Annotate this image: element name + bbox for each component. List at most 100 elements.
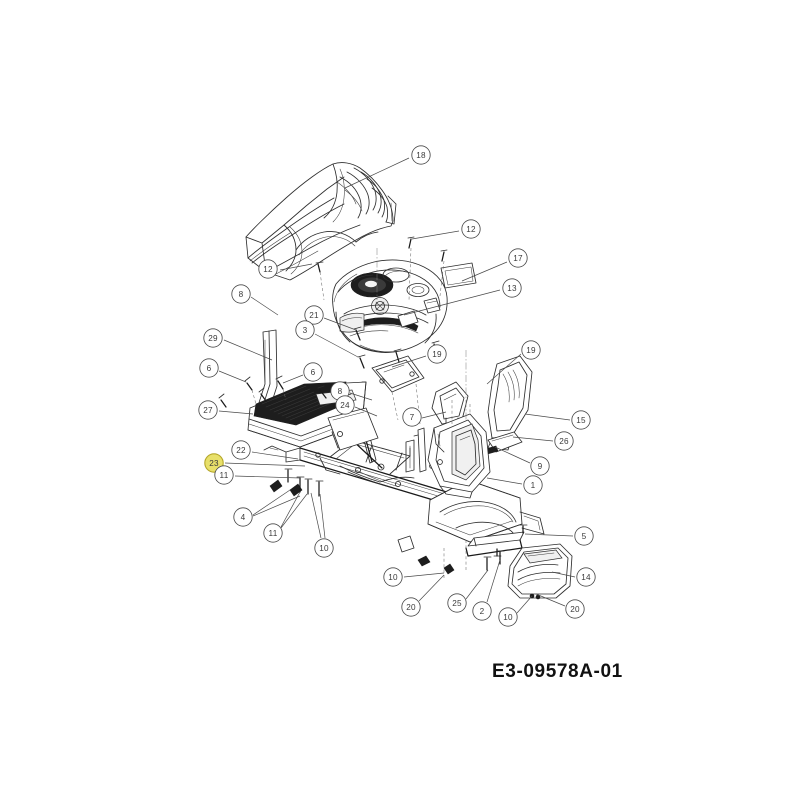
callout-bubble-27[interactable]: 27 xyxy=(198,400,218,420)
callout-bubble-6[interactable]: 6 xyxy=(199,358,219,378)
callout-leader-line xyxy=(314,333,359,358)
callout-leader-line xyxy=(486,477,523,485)
callout-number: 4 xyxy=(241,513,246,522)
callout-bubble-26[interactable]: 26 xyxy=(554,431,574,451)
callout-circle xyxy=(258,259,278,279)
part-1-console xyxy=(427,413,491,499)
part-chassis-frame xyxy=(263,427,545,543)
callout-circle xyxy=(565,599,585,619)
callout-circle xyxy=(427,344,447,364)
callout-circle xyxy=(303,362,323,382)
callout-bubble-4[interactable]: 4 xyxy=(233,507,253,527)
callout-bubble-10[interactable]: 10 xyxy=(383,567,403,587)
callout-circle xyxy=(574,526,594,546)
callout-number: 9 xyxy=(538,462,543,471)
callout-number: 12 xyxy=(263,265,273,274)
callout-bubble-13[interactable]: 13 xyxy=(502,278,522,298)
callout-number: 8 xyxy=(338,387,343,396)
callout-number: 13 xyxy=(507,284,517,293)
callout-number: 6 xyxy=(311,368,316,377)
callout-circle xyxy=(447,593,467,613)
callout-bubble-17[interactable]: 17 xyxy=(508,248,528,268)
callout-leader-line xyxy=(251,451,299,460)
callout-leader-line xyxy=(535,593,566,607)
callout-circle xyxy=(383,567,403,587)
callout-leader-line xyxy=(250,296,279,316)
callout-circle xyxy=(508,248,528,268)
callout-leader-line xyxy=(234,475,301,479)
callout-circle xyxy=(472,601,492,621)
callout-number: 3 xyxy=(303,326,308,335)
callout-bubble-25[interactable]: 25 xyxy=(447,593,467,613)
callout-circle xyxy=(523,475,543,495)
callout-number: 24 xyxy=(340,401,350,410)
callout-bubble-1[interactable]: 1 xyxy=(523,475,543,495)
callout-leader-line xyxy=(344,157,410,189)
callout-circle xyxy=(571,410,591,430)
callout-bubble-10[interactable]: 10 xyxy=(314,538,334,558)
callout-leader-line xyxy=(465,569,489,600)
callout-bubble-20[interactable]: 20 xyxy=(401,597,421,617)
callout-leader-line xyxy=(252,489,301,517)
part-12-fasteners xyxy=(315,236,448,273)
callout-bubble-22[interactable]: 22 xyxy=(231,440,251,460)
callout-circle xyxy=(199,358,219,378)
callout-bubble-14[interactable]: 14 xyxy=(576,567,596,587)
callout-number: 11 xyxy=(269,529,278,538)
callout-bubble-29[interactable]: 29 xyxy=(203,328,223,348)
callout-bubble-9[interactable]: 9 xyxy=(530,456,550,476)
callout-leader-line xyxy=(391,355,427,368)
callout-circle xyxy=(231,284,251,304)
callout-bubble-20[interactable]: 20 xyxy=(565,599,585,619)
callout-leader-line xyxy=(223,339,273,361)
callout-bubble-15[interactable]: 15 xyxy=(571,410,591,430)
callout-bubble-6[interactable]: 6 xyxy=(303,362,323,382)
callout-bubble-7[interactable]: 7 xyxy=(402,407,422,427)
callout-number: 23 xyxy=(209,459,219,468)
callout-leader-line xyxy=(486,353,522,385)
callout-number: 7 xyxy=(410,413,415,422)
callout-bubble-24[interactable]: 24 xyxy=(335,395,355,415)
diagram-artwork xyxy=(218,162,573,600)
callout-bubble-5[interactable]: 5 xyxy=(574,526,594,546)
callout-leader-line xyxy=(403,572,445,578)
callout-bubble-11[interactable]: 11 xyxy=(214,465,234,485)
hardware-left-cluster xyxy=(269,468,324,497)
callout-circle xyxy=(335,395,355,415)
callout-number: 25 xyxy=(452,599,462,608)
callout-leader-line xyxy=(279,263,313,271)
callout-leader-line xyxy=(524,413,571,421)
callout-circle xyxy=(411,145,431,165)
callout-circle xyxy=(214,465,234,485)
callout-bubble-18[interactable]: 18 xyxy=(411,145,431,165)
callout-number: 19 xyxy=(432,350,442,359)
callout-circle xyxy=(231,440,251,460)
callout-bubble-21[interactable]: 21 xyxy=(304,305,324,325)
callout-circle xyxy=(502,278,522,298)
callout-bubble-2[interactable]: 2 xyxy=(472,601,492,621)
part-15-fender xyxy=(487,355,533,451)
callout-number: 10 xyxy=(503,613,513,622)
callout-leader-line xyxy=(310,492,326,539)
callout-bubble-11[interactable]: 11 xyxy=(263,523,283,543)
callout-leader-line xyxy=(280,491,308,529)
callout-number: 8 xyxy=(239,290,244,299)
part-6-screws xyxy=(218,375,284,408)
callout-leader-line xyxy=(218,410,254,415)
callout-bubble-19[interactable]: 19 xyxy=(427,344,447,364)
callout-bubble-12[interactable]: 12 xyxy=(258,259,278,279)
part-19-tray xyxy=(371,355,425,393)
callout-bubble-12[interactable]: 12 xyxy=(461,219,481,239)
callout-bubble-19[interactable]: 19 xyxy=(521,340,541,360)
callout-number: 17 xyxy=(513,254,523,263)
callout-circle xyxy=(401,597,421,617)
callout-bubble-3[interactable]: 3 xyxy=(295,320,315,340)
callout-leader-line xyxy=(486,559,501,603)
callout-bubble-8[interactable]: 8 xyxy=(231,284,251,304)
callout-number: 20 xyxy=(570,605,580,614)
part-13-block xyxy=(397,310,419,328)
callout-circle xyxy=(498,607,518,627)
callout-leader-line xyxy=(323,317,357,331)
callout-bubble-10[interactable]: 10 xyxy=(498,607,518,627)
